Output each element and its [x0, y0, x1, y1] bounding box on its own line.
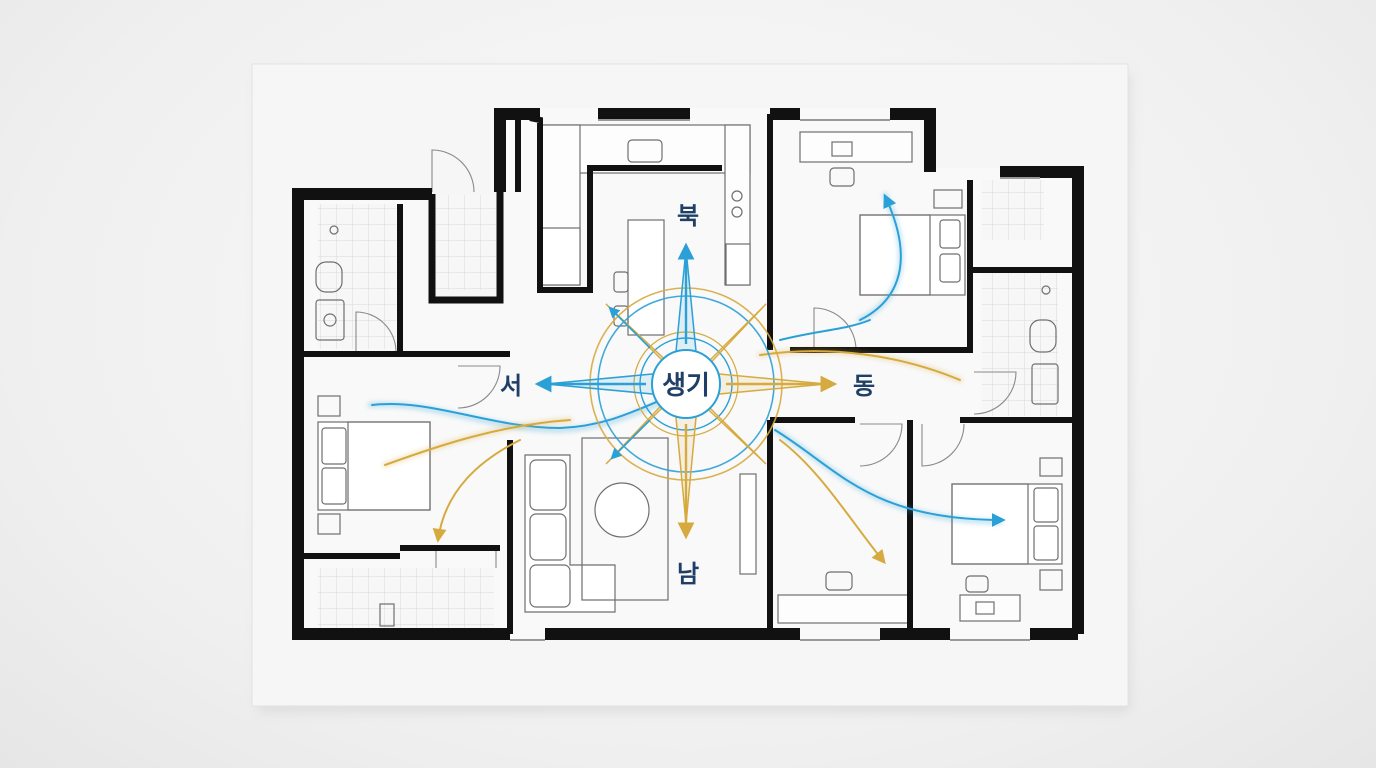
bathroom-west-tile: [318, 204, 396, 349]
door-swings: [355, 149, 1017, 568]
desk-north: [799, 131, 913, 163]
furniture-layer: [315, 124, 1063, 627]
sink-west-icon: [315, 299, 345, 341]
desk-se: [959, 594, 1021, 622]
shower-west-icon: [329, 225, 339, 235]
tv-console-icon: [739, 473, 757, 575]
compass-center-disc: [651, 349, 721, 419]
monitor-se-icon: [975, 601, 995, 615]
walls: [292, 108, 1084, 641]
desk-chair-icon: [829, 167, 855, 187]
direction-south-label: 남: [677, 560, 699, 588]
nightstand-icon: [933, 189, 963, 209]
toilet-west-icon: [315, 261, 343, 293]
nightstand-west-icon: [317, 395, 341, 417]
direction-east-label: 동: [853, 372, 875, 400]
balcony-tile: [318, 568, 494, 630]
chair-se-icon: [965, 575, 989, 593]
laptop-icon: [831, 141, 853, 157]
energy-flow-gold: [382, 348, 963, 565]
rug-outline: [581, 437, 669, 601]
bed-northeast: [859, 214, 966, 296]
desk-south: [777, 594, 909, 624]
sink-east-icon: [1031, 363, 1059, 405]
utility-tile: [982, 180, 1044, 240]
bed-southeast: [951, 483, 1063, 565]
shower-east-icon: [1041, 285, 1051, 295]
nightstand-west2-icon: [317, 513, 341, 535]
nightstand-se-icon: [1039, 457, 1063, 477]
cooktop-icon: [731, 190, 743, 218]
basin-west-icon: [323, 313, 337, 327]
kitchen-island: [627, 219, 665, 336]
desk-chair-south-icon: [825, 571, 853, 591]
direction-west-label: 서: [500, 372, 522, 400]
energy-flow-blue: [367, 192, 1006, 527]
balcony-fixture-icon: [379, 603, 395, 627]
direction-north-label: 북: [677, 202, 699, 230]
nightstand-se2-icon: [1039, 569, 1063, 591]
bathroom-east-tile: [982, 268, 1058, 416]
compass-rose: [534, 242, 838, 540]
entry-tile: [436, 195, 496, 290]
toilet-east-icon: [1029, 319, 1057, 353]
coffee-table-icon: [594, 482, 650, 538]
sofa: [524, 454, 616, 613]
compass-center-label: 생기: [662, 371, 710, 401]
kitchen-sink-icon: [627, 139, 663, 163]
bed-west: [317, 421, 431, 511]
